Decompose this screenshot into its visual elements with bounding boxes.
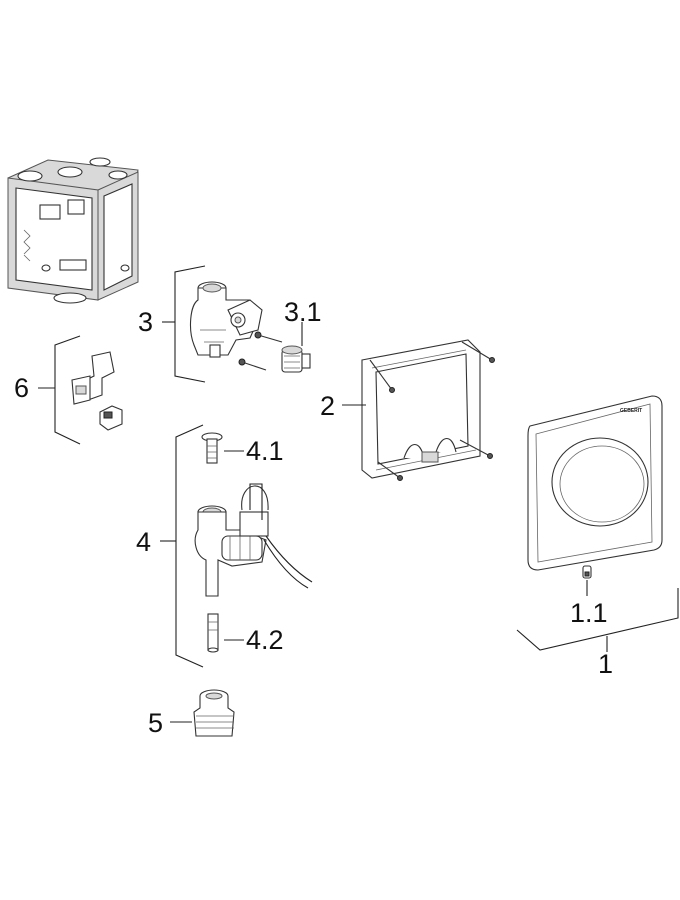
label-4-1: 4.1 (246, 436, 284, 466)
bracket-3 (174, 265, 206, 383)
label-5: 5 (148, 708, 163, 738)
solenoid-part-3-1 (281, 345, 311, 373)
screws-3 (238, 331, 283, 371)
screw-part-1-1 (582, 565, 592, 579)
label-1-1: 1.1 (570, 598, 608, 628)
valve-assembly-4 (194, 483, 313, 597)
concealed-housing-box (7, 157, 139, 304)
connector-part-5 (193, 689, 235, 737)
mounting-frame-2 (361, 339, 495, 481)
brand-logo: GEBERIT (620, 408, 642, 414)
actuator-cover-plate-1: GEBERIT (527, 395, 663, 571)
label-4: 4 (136, 527, 151, 557)
label-3-1: 3.1 (284, 297, 322, 327)
bracket-4 (175, 424, 204, 668)
label-6: 6 (14, 373, 29, 403)
mounting-clip-6 (71, 351, 123, 431)
label-1: 1 (598, 649, 613, 679)
valve-body-3 (189, 281, 263, 358)
label-4-2: 4.2 (246, 625, 284, 655)
filter-part-4-1 (201, 432, 223, 464)
bracket-1 (516, 588, 679, 651)
label-3: 3 (138, 307, 153, 337)
pin-part-4-2 (207, 613, 219, 653)
label-2: 2 (320, 391, 335, 421)
